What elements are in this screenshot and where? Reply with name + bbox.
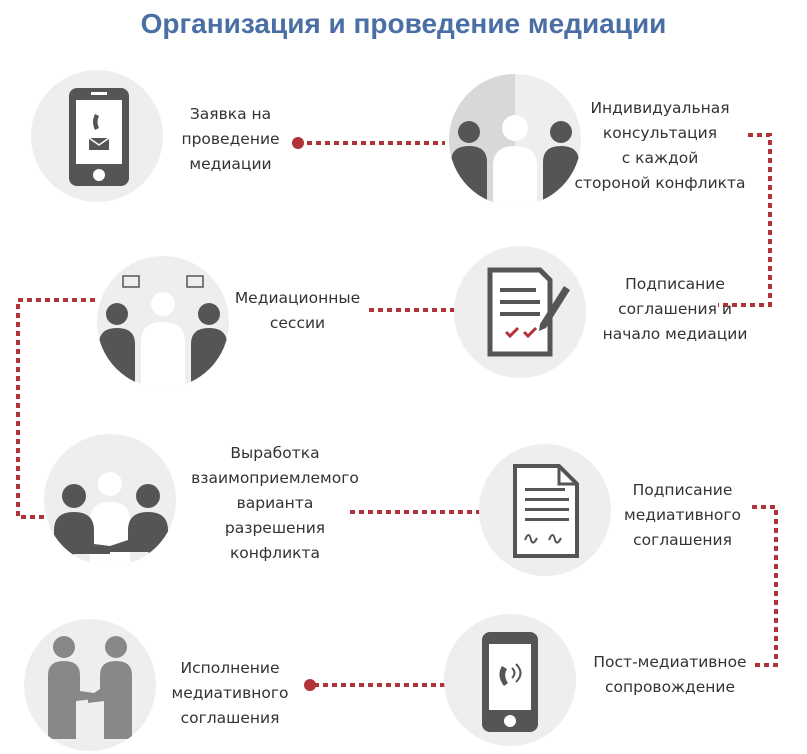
phone-message-icon bbox=[69, 88, 129, 186]
connector-2-4 bbox=[718, 133, 772, 307]
step-4-label: Подписание соглашения и начало медиации bbox=[602, 275, 748, 343]
individual-consultation-icon bbox=[449, 74, 579, 206]
step-2-circle bbox=[449, 74, 581, 206]
handshake-icon bbox=[48, 636, 132, 739]
page-title: Организация и проведение медиации bbox=[140, 8, 667, 39]
step-7-label: Исполнение медиативного соглашения bbox=[171, 659, 289, 727]
mediation-sessions-icon bbox=[99, 275, 227, 388]
phone-call-icon bbox=[482, 632, 538, 732]
step-2-label: Индивидуальная консультация с каждой сто… bbox=[574, 99, 746, 192]
step-7-circle bbox=[24, 619, 156, 751]
connector-end-dot bbox=[304, 679, 316, 691]
step-3-label: Медиационные сессии bbox=[234, 289, 361, 332]
connector-start-dot bbox=[292, 137, 304, 149]
step-3-circle bbox=[97, 256, 229, 388]
step-1-label: Заявка на проведение медиации bbox=[181, 105, 280, 173]
step-5-circle bbox=[44, 434, 176, 566]
connector-3-5 bbox=[16, 298, 95, 519]
handshake-group-icon bbox=[54, 472, 168, 566]
step-8-circle bbox=[444, 614, 576, 746]
step-5-label: Выработка взаимоприемлемого варианта раз… bbox=[191, 444, 359, 562]
step-4-circle bbox=[454, 246, 586, 378]
connector-6-8 bbox=[752, 505, 778, 667]
step-6-circle bbox=[479, 444, 611, 576]
step-1-circle bbox=[31, 70, 163, 202]
agreement-document-icon bbox=[513, 464, 579, 558]
step-6-label: Подписание медиативного соглашения bbox=[624, 481, 741, 549]
signed-document-icon bbox=[487, 267, 570, 357]
step-8-label: Пост-медиативное сопровождение bbox=[593, 653, 747, 696]
